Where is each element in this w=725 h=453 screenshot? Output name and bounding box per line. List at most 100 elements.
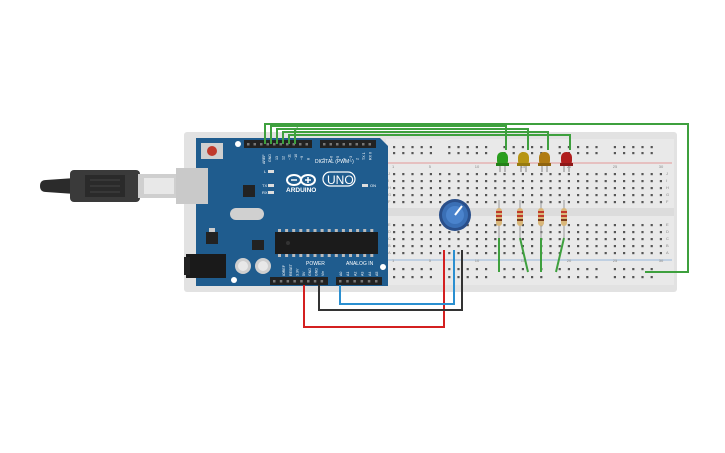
breadboard-hole[interactable] (475, 146, 478, 149)
breadboard-hole[interactable] (420, 224, 423, 227)
header-pin[interactable] (355, 143, 359, 146)
breadboard-hole[interactable] (613, 231, 616, 234)
breadboard-hole[interactable] (429, 231, 432, 234)
breadboard-hole[interactable] (521, 224, 524, 227)
breadboard-hole[interactable] (577, 268, 580, 271)
breadboard-hole[interactable] (494, 238, 497, 241)
breadboard-hole[interactable] (623, 187, 626, 190)
breadboard-hole[interactable] (466, 194, 469, 197)
breadboard-hole[interactable] (393, 268, 396, 271)
header-pin[interactable] (339, 280, 342, 283)
breadboard-hole[interactable] (457, 152, 460, 155)
header-pin[interactable] (346, 280, 349, 283)
breadboard-hole[interactable] (623, 201, 626, 204)
breadboard-hole[interactable] (485, 252, 488, 255)
breadboard-hole[interactable] (577, 187, 580, 190)
breadboard-hole[interactable] (558, 152, 561, 155)
breadboard-hole[interactable] (641, 201, 644, 204)
breadboard-hole[interactable] (577, 276, 580, 279)
breadboard-hole[interactable] (567, 201, 570, 204)
breadboard-hole[interactable] (623, 268, 626, 271)
header-pin[interactable] (329, 143, 333, 146)
breadboard-hole[interactable] (420, 252, 423, 255)
breadboard-hole[interactable] (457, 245, 460, 248)
breadboard-hole[interactable] (448, 173, 451, 176)
breadboard-hole[interactable] (448, 146, 451, 149)
breadboard-hole[interactable] (402, 276, 405, 279)
breadboard-hole[interactable] (448, 245, 451, 248)
breadboard-hole[interactable] (420, 245, 423, 248)
breadboard-hole[interactable] (521, 238, 524, 241)
breadboard-hole[interactable] (595, 173, 598, 176)
breadboard-hole[interactable] (439, 252, 442, 255)
breadboard-hole[interactable] (475, 224, 478, 227)
breadboard-hole[interactable] (632, 268, 635, 271)
breadboard-hole[interactable] (641, 187, 644, 190)
breadboard-hole[interactable] (650, 201, 653, 204)
breadboard-hole[interactable] (650, 268, 653, 271)
breadboard-hole[interactable] (641, 245, 644, 248)
breadboard-hole[interactable] (402, 231, 405, 234)
breadboard-hole[interactable] (558, 245, 561, 248)
breadboard-hole[interactable] (586, 245, 589, 248)
breadboard-hole[interactable] (429, 224, 432, 227)
breadboard-hole[interactable] (595, 187, 598, 190)
breadboard-hole[interactable] (586, 201, 589, 204)
breadboard-hole[interactable] (475, 194, 478, 197)
breadboard-hole[interactable] (420, 231, 423, 234)
breadboard-hole[interactable] (420, 173, 423, 176)
breadboard-hole[interactable] (393, 173, 396, 176)
breadboard-hole[interactable] (429, 187, 432, 190)
breadboard-hole[interactable] (595, 194, 598, 197)
breadboard-hole[interactable] (531, 224, 534, 227)
breadboard-hole[interactable] (429, 146, 432, 149)
breadboard-hole[interactable] (586, 224, 589, 227)
breadboard-hole[interactable] (466, 268, 469, 271)
breadboard-hole[interactable] (448, 268, 451, 271)
breadboard-hole[interactable] (402, 224, 405, 227)
breadboard-hole[interactable] (411, 252, 414, 255)
breadboard-hole[interactable] (531, 231, 534, 234)
breadboard-hole[interactable] (540, 146, 543, 149)
breadboard-hole[interactable] (549, 252, 552, 255)
breadboard-hole[interactable] (549, 231, 552, 234)
breadboard-hole[interactable] (439, 224, 442, 227)
breadboard-hole[interactable] (420, 194, 423, 197)
header-pin[interactable] (307, 280, 310, 283)
breadboard-hole[interactable] (632, 224, 635, 227)
breadboard-hole[interactable] (531, 180, 534, 183)
breadboard-hole[interactable] (586, 231, 589, 234)
breadboard-hole[interactable] (641, 276, 644, 279)
breadboard-hole[interactable] (512, 252, 515, 255)
breadboard-hole[interactable] (512, 187, 515, 190)
resistor-4[interactable] (561, 200, 567, 238)
breadboard-hole[interactable] (429, 180, 432, 183)
breadboard-hole[interactable] (641, 268, 644, 271)
breadboard-hole[interactable] (466, 252, 469, 255)
breadboard-hole[interactable] (439, 231, 442, 234)
breadboard-hole[interactable] (549, 224, 552, 227)
breadboard-hole[interactable] (411, 238, 414, 241)
breadboard-hole[interactable] (503, 194, 506, 197)
breadboard-hole[interactable] (613, 194, 616, 197)
header-pin[interactable] (313, 280, 317, 283)
breadboard-hole[interactable] (586, 146, 589, 149)
breadboard-hole[interactable] (466, 224, 469, 227)
breadboard-hole[interactable] (475, 231, 478, 234)
breadboard-hole[interactable] (613, 268, 616, 271)
breadboard-hole[interactable] (475, 187, 478, 190)
breadboard-hole[interactable] (457, 173, 460, 176)
breadboard-hole[interactable] (494, 180, 497, 183)
header-pin[interactable] (336, 143, 339, 146)
potentiometer[interactable] (439, 199, 471, 231)
breadboard-hole[interactable] (503, 268, 506, 271)
breadboard-hole[interactable] (402, 268, 405, 271)
breadboard-hole[interactable] (494, 194, 497, 197)
breadboard-hole[interactable] (475, 152, 478, 155)
breadboard-hole[interactable] (632, 180, 635, 183)
header-pin[interactable] (273, 280, 276, 283)
breadboard-hole[interactable] (429, 276, 432, 279)
breadboard-hole[interactable] (567, 224, 570, 227)
header-pin[interactable] (349, 143, 352, 146)
breadboard-hole[interactable] (650, 252, 653, 255)
